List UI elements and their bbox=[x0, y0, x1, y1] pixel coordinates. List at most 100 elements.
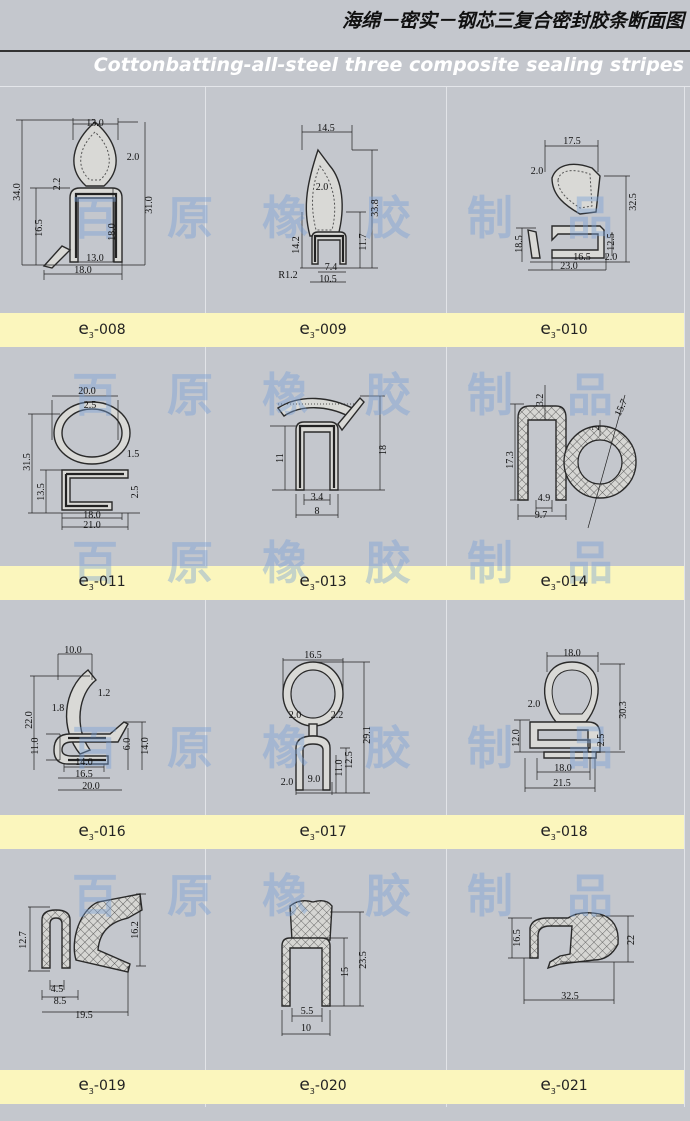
dimension-label: 1.8 bbox=[51, 703, 65, 714]
dimension-label: 14.0 bbox=[140, 737, 151, 755]
dimension-label: 16.5 bbox=[34, 219, 45, 237]
dimension-label: 2.0 bbox=[315, 182, 329, 193]
dimension-label: 34.0 bbox=[12, 183, 23, 201]
profile-e3-013 bbox=[270, 395, 385, 518]
profile-code-label: e3-020 bbox=[299, 1075, 346, 1096]
profile-e3-009 bbox=[300, 125, 378, 283]
profile-e3-018 bbox=[514, 652, 625, 792]
profile-e3-011 bbox=[28, 395, 140, 530]
dimension-label: 11.7 bbox=[358, 233, 369, 251]
code-number: -008 bbox=[93, 322, 126, 338]
dimension-label: 2 bbox=[591, 425, 602, 431]
dimension-label: 3.2 bbox=[535, 393, 546, 407]
dimension-label: 16.5 bbox=[304, 650, 322, 661]
dimension-label: R1.2 bbox=[278, 270, 298, 281]
dimension-label: 18.0 bbox=[74, 265, 92, 276]
dimension-label: 12.5 bbox=[344, 751, 355, 769]
dimension-label: 10 bbox=[301, 1023, 311, 1034]
dimension-label: 2.0 bbox=[288, 710, 302, 721]
profile-code-label: e3-011 bbox=[78, 571, 125, 592]
code-number: -009 bbox=[314, 322, 347, 338]
dimension-label: 16.5 bbox=[75, 769, 93, 780]
code-subscript: 3 bbox=[550, 1086, 556, 1096]
profile-e3-019 bbox=[28, 893, 146, 1016]
code-subscript: 3 bbox=[88, 1086, 94, 1096]
dimension-label: 33.8 bbox=[370, 199, 381, 217]
dimension-label: 19.5 bbox=[75, 1010, 93, 1021]
dimension-label: 12.0 bbox=[511, 729, 522, 747]
dimension-label: 15 bbox=[340, 967, 351, 977]
code-subscript: 3 bbox=[88, 832, 94, 842]
code-prefix: e bbox=[78, 1075, 89, 1095]
dimension-label: 13.0 bbox=[86, 253, 104, 264]
dimension-label: 31.5 bbox=[22, 453, 33, 471]
dimension-label: 17.3 bbox=[505, 451, 516, 469]
profile-e3-014 bbox=[510, 385, 637, 529]
dimension-label: 11.0 bbox=[334, 759, 345, 777]
dimension-label: 2.2 bbox=[52, 177, 63, 191]
dimension-label: 18.0 bbox=[563, 648, 581, 659]
code-prefix: e bbox=[78, 319, 89, 339]
code-subscript: 3 bbox=[309, 1086, 315, 1096]
code-number: -016 bbox=[93, 824, 126, 840]
dimension-label: 18 bbox=[378, 445, 389, 455]
code-prefix: e bbox=[299, 1075, 310, 1095]
profile-e3-020 bbox=[281, 899, 364, 1036]
dimension-label: 18.0 bbox=[83, 510, 101, 521]
dimension-label: 21.5 bbox=[553, 778, 571, 789]
profile-code-label: e3-009 bbox=[299, 319, 346, 340]
dimension-label: 18.5 bbox=[514, 235, 525, 253]
dimension-label: 30.3 bbox=[618, 701, 629, 719]
dimension-label: 9.7 bbox=[534, 510, 548, 521]
profile-code-label: e3-013 bbox=[299, 571, 346, 592]
dimension-label: 11.0 bbox=[30, 737, 41, 755]
profile-e3-010 bbox=[516, 140, 630, 271]
code-prefix: e bbox=[78, 571, 89, 591]
page-title-english: Cottonbatting-all-steel three composite … bbox=[93, 54, 684, 76]
dimension-label: 22 bbox=[626, 935, 637, 945]
profile-code-label: e3-014 bbox=[540, 571, 587, 592]
code-subscript: 3 bbox=[309, 582, 315, 592]
code-number: -014 bbox=[555, 574, 588, 590]
code-prefix: e bbox=[78, 821, 89, 841]
dimension-label: 31.0 bbox=[144, 196, 155, 214]
dimension-label: 14.0 bbox=[75, 757, 93, 768]
profile-code-label: e3-016 bbox=[78, 821, 125, 842]
code-subscript: 3 bbox=[309, 330, 315, 340]
profile-code-label: e3-008 bbox=[78, 319, 125, 340]
dimension-label: 16.5 bbox=[573, 252, 591, 263]
dimension-label: 20.0 bbox=[82, 781, 100, 792]
code-prefix: e bbox=[540, 571, 551, 591]
dimension-label: 4.9 bbox=[537, 493, 551, 504]
dimension-label: 2.0 bbox=[280, 777, 294, 788]
profile-e3-016 bbox=[30, 653, 146, 791]
dimension-label: 8.5 bbox=[53, 996, 67, 1007]
column-divider bbox=[684, 87, 685, 1107]
dimension-label: 10.0 bbox=[64, 645, 82, 656]
dimension-label: 2.5 bbox=[83, 400, 97, 411]
code-subscript: 3 bbox=[550, 330, 556, 340]
code-number: -021 bbox=[555, 1078, 588, 1094]
code-prefix: e bbox=[540, 319, 551, 339]
dimension-label: 2.5 bbox=[130, 485, 141, 499]
code-prefix: e bbox=[299, 821, 310, 841]
dimension-label: 2.0 bbox=[530, 166, 544, 177]
dimension-label: 32.5 bbox=[628, 193, 639, 211]
dimension-label: 11 bbox=[275, 453, 286, 463]
header-divider-bottom bbox=[0, 86, 690, 87]
label-band bbox=[0, 566, 684, 600]
label-band bbox=[0, 313, 684, 347]
dimension-label: 9.0 bbox=[307, 774, 321, 785]
dimension-label: 14.5 bbox=[317, 123, 335, 134]
dimension-label: 23.5 bbox=[358, 951, 369, 969]
dimension-label: 8 bbox=[314, 506, 320, 517]
code-number: -017 bbox=[314, 824, 347, 840]
code-number: -013 bbox=[314, 574, 347, 590]
dimension-label: 1.2 bbox=[97, 688, 111, 699]
code-prefix: e bbox=[299, 571, 310, 591]
dimension-label: 23.0 bbox=[560, 261, 578, 272]
dimension-label: 22.0 bbox=[24, 711, 35, 729]
dimension-label: 13.5 bbox=[36, 483, 47, 501]
dimension-label: 18.0 bbox=[107, 223, 118, 241]
